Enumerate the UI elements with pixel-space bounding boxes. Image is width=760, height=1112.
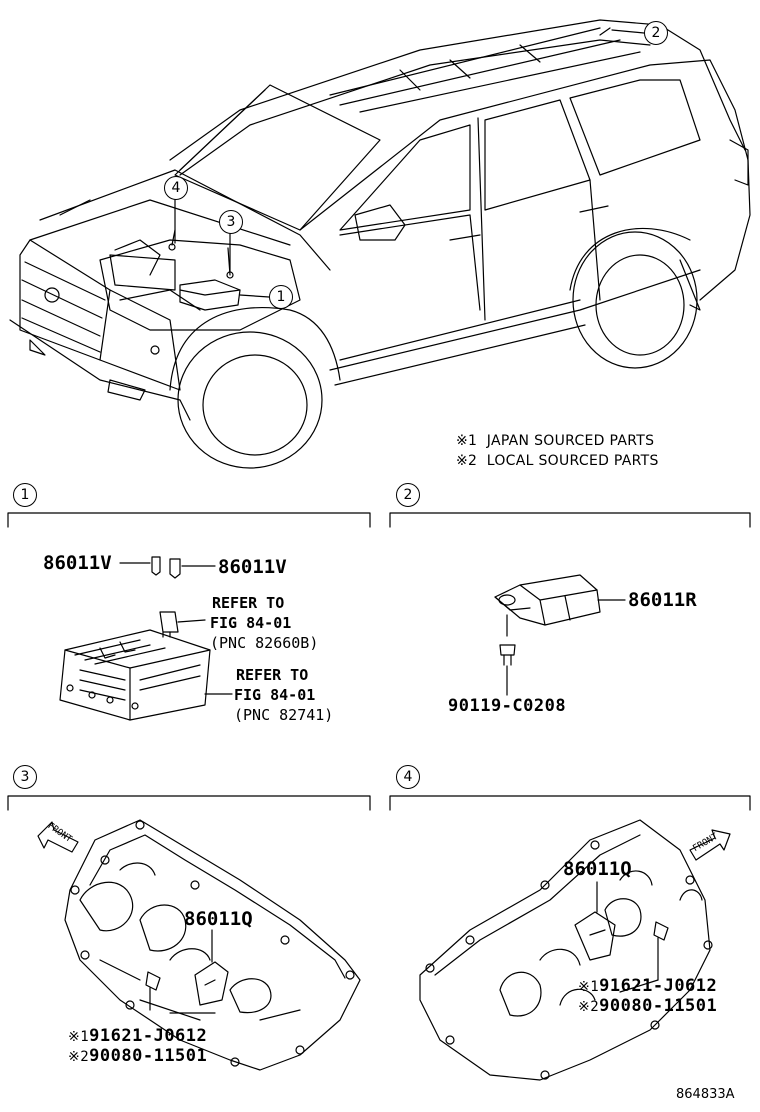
callout-1-vehicle: 1 — [269, 285, 293, 309]
section-1-frame — [7, 512, 371, 528]
section-3-engine-cover — [64, 819, 361, 1071]
part-86011r: 86011R — [628, 589, 697, 611]
section-3-front-arrow — [37, 821, 79, 853]
legend-note-1-mark: ※1 — [456, 433, 478, 449]
callout-4-vehicle: 4 — [164, 176, 188, 200]
section-4-engine-cover — [419, 819, 713, 1081]
section-4-note-2-mark: ※2 — [578, 999, 600, 1015]
ref-2-line-2: FIG 84-01 — [234, 686, 316, 704]
section-3-frame — [7, 795, 371, 811]
section-2-index: 2 — [396, 483, 420, 507]
ref-1-line-1: REFER TO — [212, 594, 285, 612]
section-3-note-2: ※290080-11501 — [68, 1048, 207, 1065]
legend-note-2: ※2 LOCAL SOURCED PARTS — [456, 454, 659, 468]
section-4-note-2-part: 90080-11501 — [599, 996, 718, 1016]
callout-3-vehicle: 3 — [219, 210, 243, 234]
section-4-note-1-mark: ※1 — [578, 979, 600, 995]
section-3-part-86011q: 86011Q — [184, 908, 253, 930]
part-90119-c0208: 90119-C0208 — [448, 696, 567, 716]
ref-2-line-1: REFER TO — [236, 666, 309, 684]
section-4-note-2: ※290080-11501 — [578, 998, 717, 1015]
figure-id: 864833A — [676, 1087, 735, 1102]
section-3-note-2-mark: ※2 — [68, 1049, 90, 1065]
section-3-index: 3 — [13, 765, 37, 789]
section-4-frame — [389, 795, 751, 811]
section-4-note-1-part: 91621-J0612 — [599, 976, 718, 996]
legend-note-1-text: JAPAN SOURCED PARTS — [486, 433, 655, 449]
section-4-front-arrow — [689, 829, 731, 861]
vehicle-illustration — [9, 19, 751, 469]
legend-note-2-mark: ※2 — [456, 453, 478, 469]
section-2-frame — [389, 512, 751, 528]
section-4-index: 4 — [396, 765, 420, 789]
section-4-part-86011q: 86011Q — [563, 858, 632, 880]
legend-note-1: ※1 JAPAN SOURCED PARTS — [456, 434, 654, 448]
legend-note-2-text: LOCAL SOURCED PARTS — [486, 453, 659, 469]
section-3-note-1-mark: ※1 — [68, 1029, 90, 1045]
section-3-note-1: ※191621-J0612 — [68, 1028, 207, 1045]
section-4-note-1: ※191621-J0612 — [578, 978, 717, 995]
section-1-index: 1 — [13, 483, 37, 507]
section-1-parts — [59, 556, 233, 721]
section-3-note-2-part: 90080-11501 — [89, 1046, 208, 1066]
ref-1-line-2: FIG 84-01 — [210, 614, 292, 632]
ref-2-line-3: (PNC 82741) — [234, 706, 334, 724]
ref-1-line-3: (PNC 82660B) — [210, 634, 319, 652]
part-86011v-right: 86011V — [218, 556, 287, 578]
section-3-note-1-part: 91621-J0612 — [89, 1026, 208, 1046]
part-86011v-left: 86011V — [43, 552, 112, 574]
section-2-parts — [494, 574, 626, 696]
callout-2-vehicle: 2 — [644, 21, 668, 45]
